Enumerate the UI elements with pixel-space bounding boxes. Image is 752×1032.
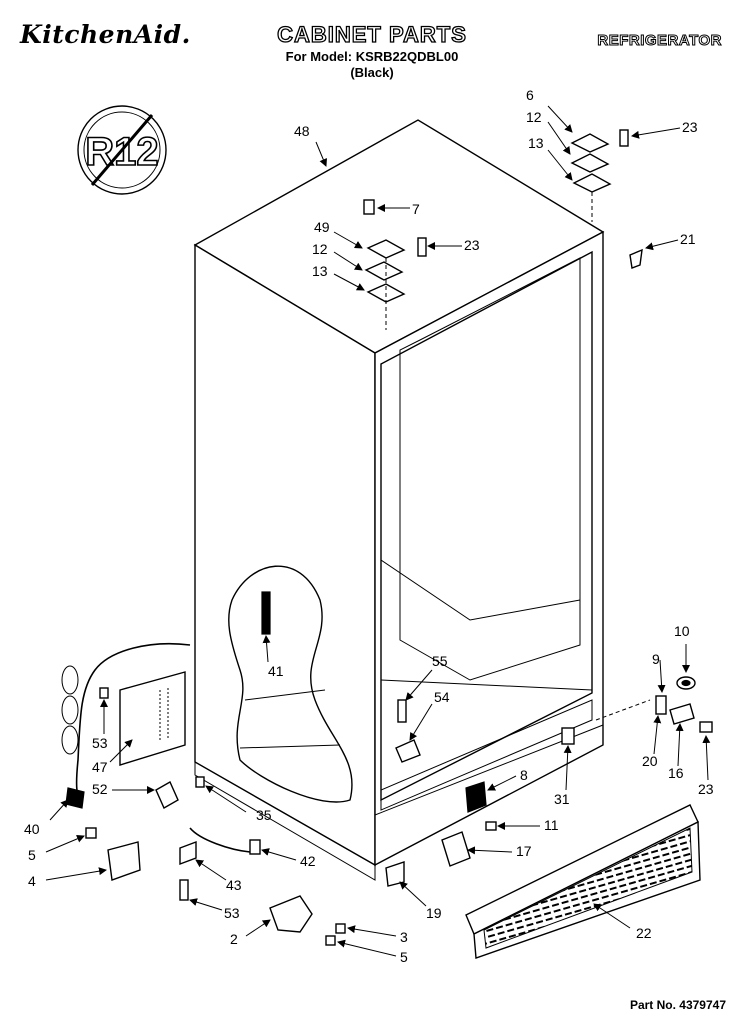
- part-31-icon: [561, 727, 575, 745]
- callout-17: 17: [516, 843, 532, 859]
- model-line: For Model: KSRB22QDBL00: [285, 49, 459, 64]
- toe-grille-icon: [465, 804, 701, 959]
- callout-53b: 53: [224, 905, 240, 921]
- callout-4: 4: [28, 873, 36, 889]
- part-4-icon: [107, 841, 141, 881]
- no-r12-prohibition-icon: R12: [77, 105, 167, 195]
- callout-42: 42: [300, 853, 316, 869]
- callout-3: 3: [400, 929, 408, 945]
- leveling-parts-icon: [395, 699, 421, 763]
- callout-53a: 53: [92, 735, 108, 751]
- screw-5b-icon: [325, 935, 336, 946]
- callout-6: 6: [526, 87, 534, 103]
- part-8-icon: [465, 781, 487, 813]
- color-line: (Black): [350, 65, 394, 80]
- callout-22: 22: [636, 925, 652, 941]
- part-2-icon: [269, 895, 313, 933]
- callout-12b: 12: [312, 241, 328, 257]
- screw-35-icon: [195, 776, 205, 788]
- callout-35: 35: [256, 807, 272, 823]
- callout-41: 41: [268, 663, 284, 679]
- callout-16: 16: [668, 765, 684, 781]
- clip-52-icon: [155, 781, 179, 809]
- callout-8: 8: [520, 767, 528, 783]
- callout-54: 54: [434, 689, 450, 705]
- callout-5a: 5: [28, 847, 36, 863]
- lower-hinge-parts-icon: [595, 676, 713, 733]
- callout-40: 40: [24, 821, 40, 837]
- hinge-assembly-left-icon: [363, 199, 427, 330]
- callout-13b: 13: [312, 263, 328, 279]
- callout-47: 47: [92, 759, 108, 775]
- screw-3-icon: [335, 923, 346, 934]
- tube-42-icon: [189, 827, 251, 853]
- screw-53b-icon: [179, 879, 189, 901]
- part-17-icon: [441, 831, 471, 867]
- callout-23c: 23: [698, 781, 714, 797]
- callout-11: 11: [544, 817, 559, 833]
- callout-7: 7: [412, 201, 420, 217]
- bracket-47-icon: [119, 671, 186, 766]
- callout-21: 21: [680, 231, 696, 247]
- part-21-icon: [629, 248, 643, 269]
- callout-19: 19: [426, 905, 442, 921]
- callout-52: 52: [92, 781, 108, 797]
- brand-logo: KitchenAid.: [20, 20, 191, 49]
- part-19-icon: [385, 861, 405, 887]
- callout-9: 9: [652, 651, 660, 667]
- callout-48: 48: [294, 123, 310, 139]
- part-number: Part No. 4379747: [629, 998, 726, 1012]
- callout-5b: 5: [400, 949, 408, 965]
- callout-23b: 23: [464, 237, 480, 253]
- clip-43-icon: [179, 840, 197, 866]
- insulation-coil-icon: [261, 591, 271, 635]
- refrigerator-cabinet-icon: [193, 119, 605, 881]
- screw-53-icon: [99, 687, 109, 699]
- page-title: CABINET PARTS: [276, 21, 467, 47]
- power-cord-icon: [61, 642, 191, 809]
- callout-20: 20: [642, 753, 658, 769]
- callout-13a: 13: [528, 135, 544, 151]
- callout-43: 43: [226, 877, 242, 893]
- screw-5-icon: [85, 827, 97, 839]
- callout-12a: 12: [526, 109, 542, 125]
- callout-55: 55: [432, 653, 448, 669]
- hinge-assembly-right-icon: [570, 129, 629, 222]
- callout-labels: 48 6 12 13 23 7 49 12 23 13 21 10 9 55 5…: [24, 87, 714, 965]
- callout-2: 2: [230, 931, 238, 947]
- callout-49: 49: [314, 219, 330, 235]
- callout-leaders: [45, 105, 711, 957]
- screw-11-icon: [485, 821, 497, 831]
- category-label: REFRIGERATOR: [597, 32, 722, 50]
- callout-23a: 23: [682, 119, 698, 135]
- callout-10: 10: [674, 623, 690, 639]
- callout-31: 31: [554, 791, 570, 807]
